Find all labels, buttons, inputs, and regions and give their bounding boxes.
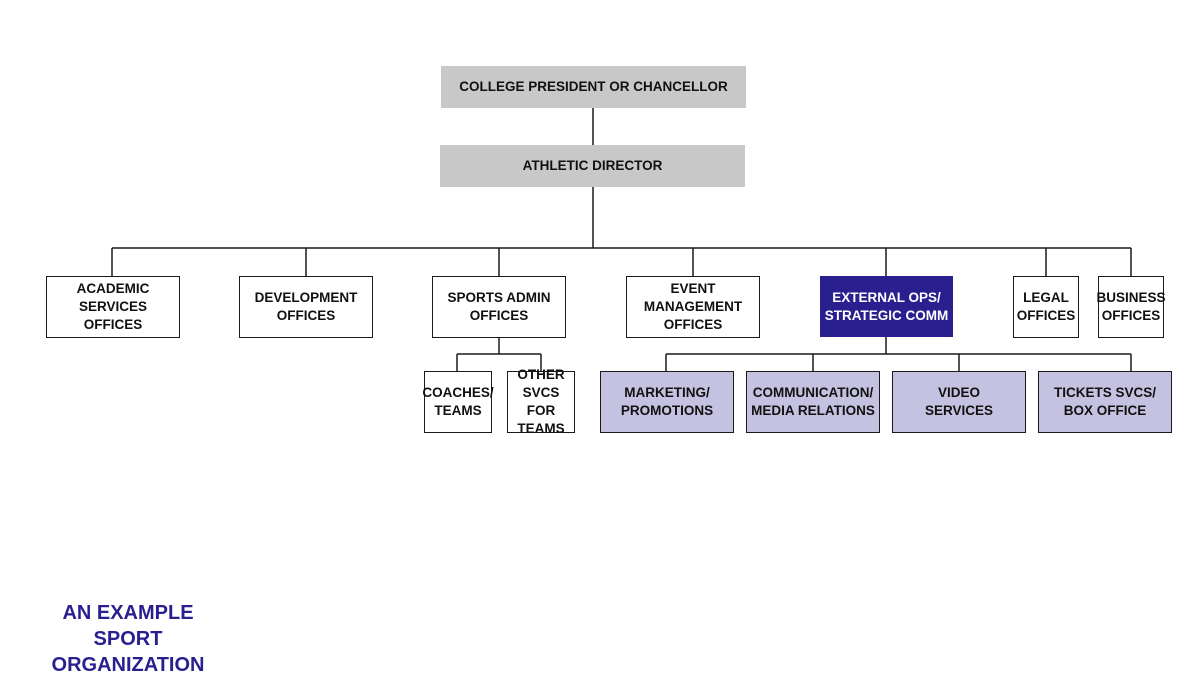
node-legal: LEGAL OFFICES: [1013, 276, 1079, 338]
node-video-services: VIDEO SERVICES: [892, 371, 1026, 433]
node-communication: COMMUNICATION/ MEDIA RELATIONS: [746, 371, 880, 433]
node-marketing: MARKETING/ PROMOTIONS: [600, 371, 734, 433]
node-sports-admin: SPORTS ADMIN OFFICES: [432, 276, 566, 338]
node-tickets: TICKETS SVCS/ BOX OFFICE: [1038, 371, 1172, 433]
node-coaches-teams: COACHES/ TEAMS: [422, 371, 494, 433]
node-business: BUSINESS OFFICES: [1096, 276, 1166, 338]
node-other-svcs: OTHER SVCS FOR TEAMS: [507, 367, 575, 436]
node-external-ops: EXTERNAL OPS/ STRATEGIC COMM: [820, 276, 953, 337]
node-college-president: COLLEGE PRESIDENT OR CHANCELLOR: [441, 66, 746, 108]
node-academic-services: ACADEMIC SERVICES OFFICES: [46, 276, 180, 338]
diagram-caption: AN EXAMPLE SPORT ORGANIZATION: [51, 602, 205, 676]
node-athletic-director: ATHLETIC DIRECTOR: [440, 145, 745, 187]
node-development: DEVELOPMENT OFFICES: [239, 276, 373, 338]
node-event-management: EVENT MANAGEMENT OFFICES: [626, 276, 760, 338]
